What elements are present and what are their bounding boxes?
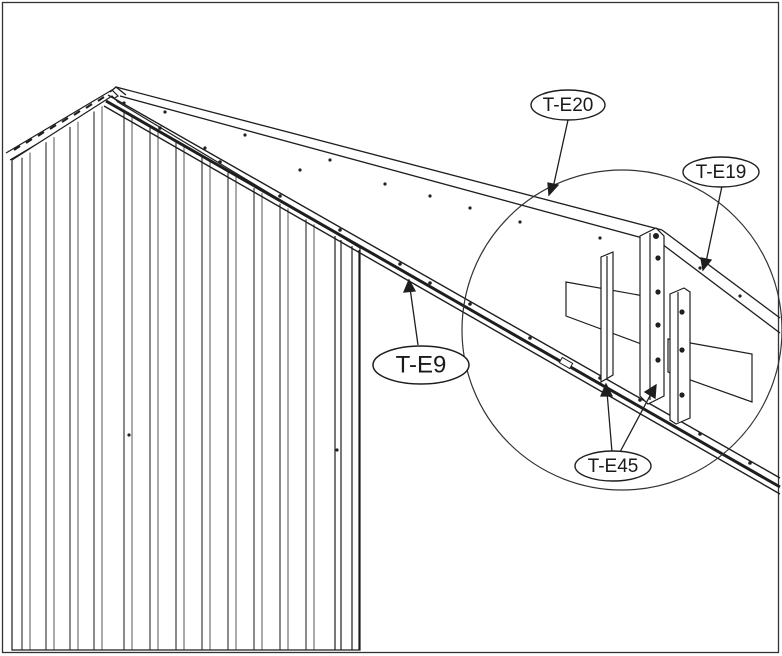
gable-rail bbox=[103, 86, 781, 495]
fastener-hole bbox=[278, 194, 282, 198]
svg-text:T-E19: T-E19 bbox=[696, 162, 747, 183]
fastener-hole bbox=[243, 133, 247, 137]
fastener-hole bbox=[698, 432, 702, 436]
fastener-hole bbox=[328, 158, 332, 162]
fastener-hole bbox=[298, 168, 302, 172]
fastener-hole bbox=[698, 266, 702, 270]
fastener-hole bbox=[748, 461, 752, 465]
fastener-hole bbox=[738, 294, 742, 298]
fastener-hole bbox=[383, 182, 387, 186]
fastener-hole bbox=[158, 126, 162, 130]
fastener-hole bbox=[398, 262, 402, 266]
callout-t-e19: T-E19 bbox=[682, 156, 760, 188]
fastener-hole bbox=[468, 302, 472, 306]
fastener-hole bbox=[122, 101, 126, 105]
fastener-hole bbox=[598, 236, 602, 240]
leader-lines bbox=[402, 119, 723, 453]
fastener-hole bbox=[218, 160, 222, 164]
svg-text:T-E9: T-E9 bbox=[396, 351, 447, 378]
fastener-hole bbox=[638, 398, 642, 402]
fastener-hole bbox=[468, 206, 472, 210]
callout-t-e45: T-E45 bbox=[574, 450, 652, 482]
gable-wall-panel bbox=[11, 95, 361, 651]
svg-text:T-E45: T-E45 bbox=[588, 456, 639, 477]
fastener-hole bbox=[338, 228, 342, 232]
callout-t-e9: T-E9 bbox=[372, 345, 470, 385]
fastener-hole bbox=[518, 220, 522, 224]
fastener-hole bbox=[203, 146, 207, 150]
fastener-hole bbox=[428, 281, 432, 285]
svg-text:T-E20: T-E20 bbox=[543, 95, 594, 116]
callout-t-e20: T-E20 bbox=[530, 89, 606, 121]
detail-parts bbox=[565, 227, 753, 425]
upper-rafter bbox=[115, 86, 781, 334]
detail-circle bbox=[461, 169, 782, 491]
fastener-hole bbox=[528, 336, 532, 340]
fastener-hole bbox=[428, 194, 432, 198]
fastener-hole bbox=[163, 110, 167, 114]
